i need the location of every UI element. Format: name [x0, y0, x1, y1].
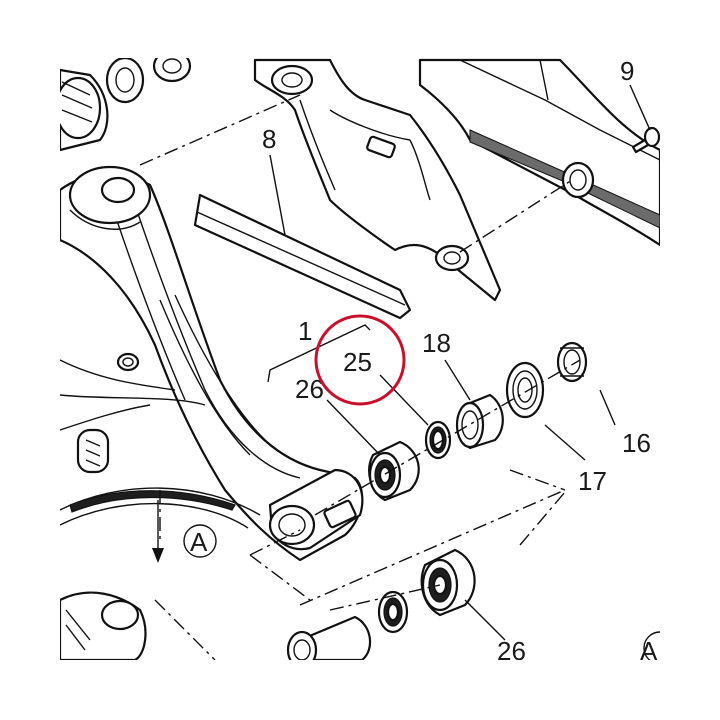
- callout-18: 18: [422, 328, 451, 358]
- ref-a-right-label: A: [640, 636, 658, 666]
- left-margin: [0, 0, 60, 720]
- part-26-needle-bearing-lower: [420, 548, 476, 617]
- chain-slider-upper: [418, 58, 662, 247]
- part-18-bushing: [455, 393, 504, 450]
- callout-labels: 8 9 1 25 18 26 16 17 26: [262, 56, 651, 666]
- part-16-nut: [556, 341, 588, 383]
- top-margin: [0, 0, 720, 58]
- chain-guard-bracket: [253, 58, 502, 302]
- right-margin: [660, 0, 720, 720]
- callout-8: 8: [262, 124, 276, 154]
- part-8-slider-strip: [193, 193, 412, 320]
- view-reference-a-left: A: [183, 524, 217, 558]
- highlight-circle: [314, 314, 406, 406]
- part-17-circlip: [505, 361, 545, 419]
- swingarm-frame: [54, 49, 364, 662]
- direction-arrow: [152, 500, 164, 563]
- callout-1: 1: [298, 316, 312, 346]
- bearing-stack: [368, 341, 588, 502]
- bottom-margin: [0, 660, 720, 720]
- part-25-seal-ring: [424, 420, 452, 460]
- seal-ring-lower: [377, 590, 409, 634]
- assembly-centerlines: [139, 94, 581, 661]
- callout-16: 16: [622, 428, 651, 458]
- callout-17: 17: [578, 466, 607, 496]
- ref-a-left-label: A: [190, 527, 208, 557]
- lower-bearing-stack: [286, 548, 476, 670]
- arm-pivot-boss: [268, 468, 364, 551]
- callout-25: 25: [343, 347, 372, 377]
- part-26-needle-bearing-upper: [368, 440, 420, 502]
- callout-9: 9: [620, 56, 634, 86]
- part-9-screw: [631, 126, 661, 154]
